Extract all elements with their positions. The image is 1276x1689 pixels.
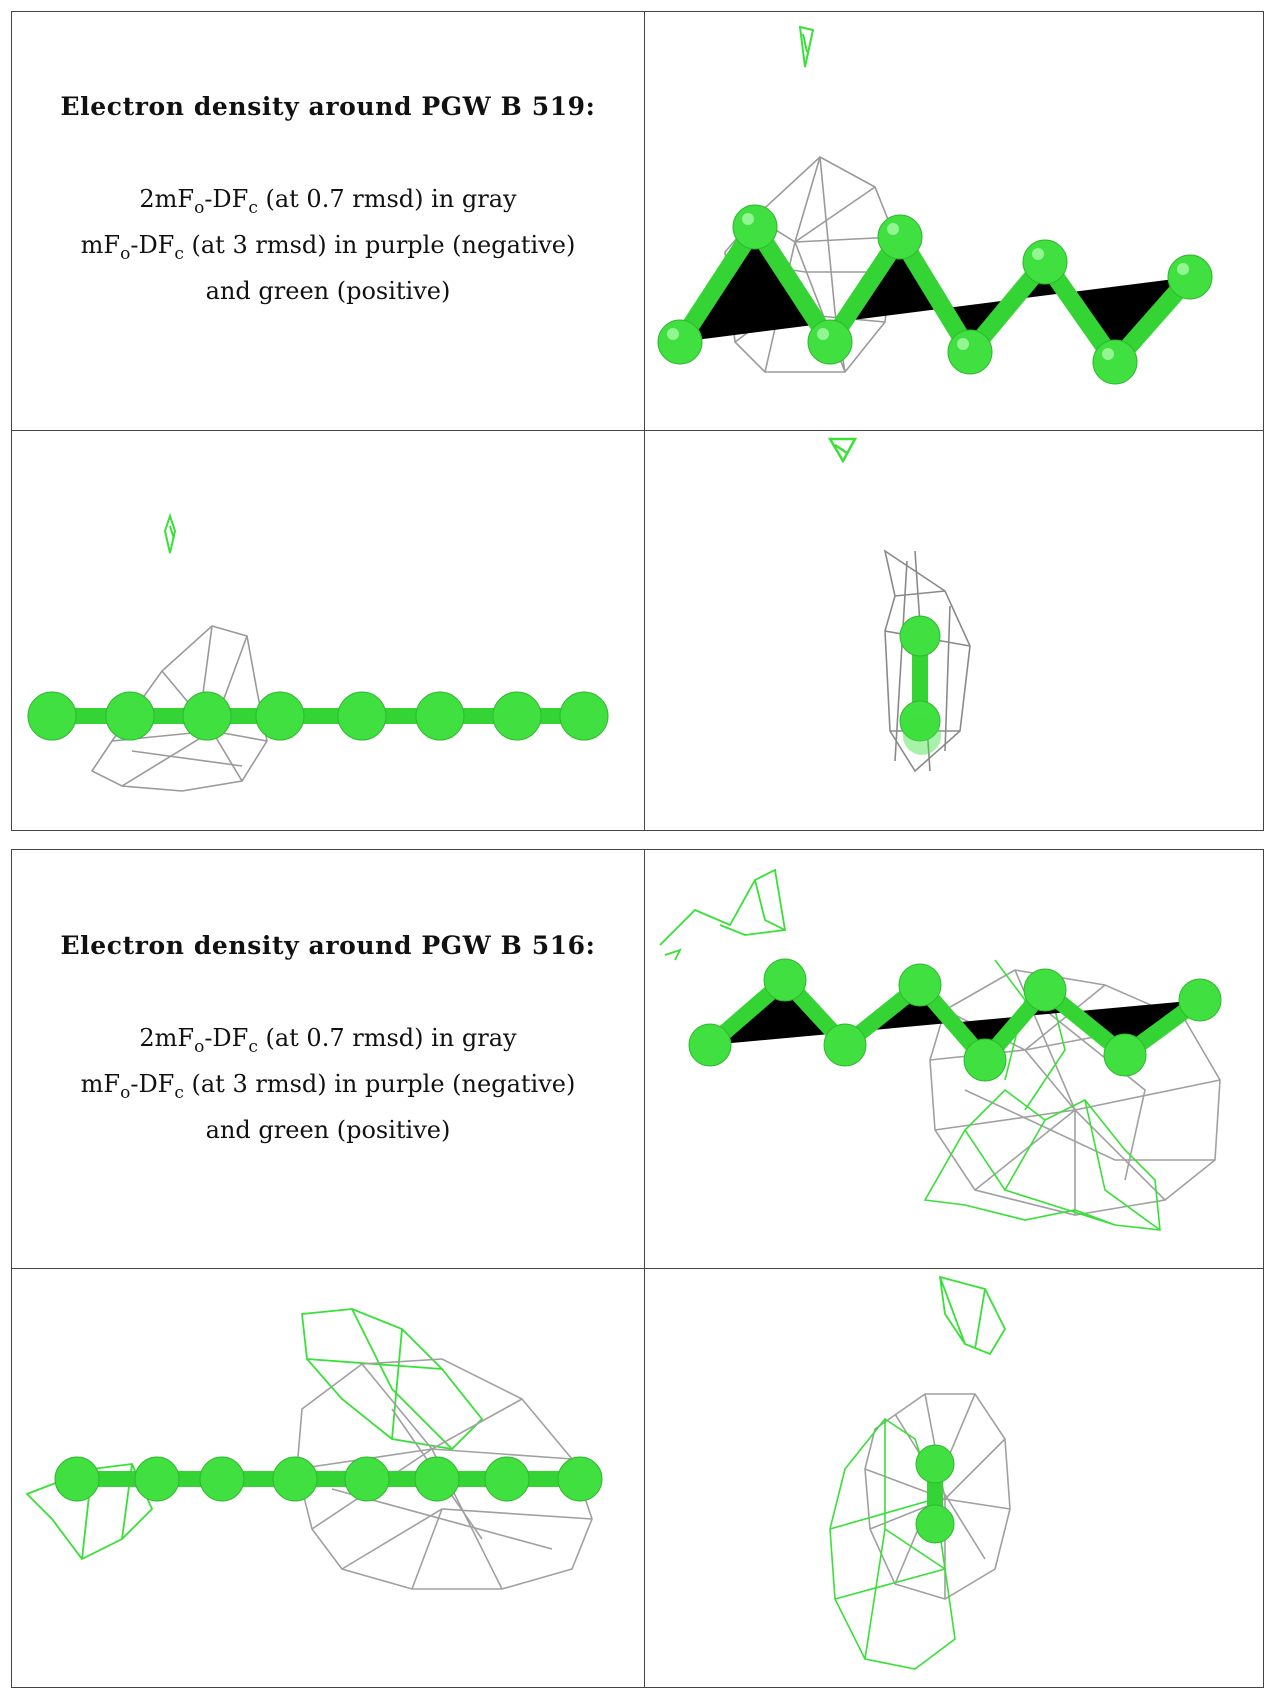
molecule-view-side [645, 12, 1265, 430]
legend-line-green: and green (positive) [205, 1115, 451, 1144]
density-block-516: Electron density around PGW B 516: 2mFo-… [11, 849, 1264, 1688]
divider-horizontal [12, 430, 1263, 431]
map-legend: 2mFo-DFc (at 0.7 rmsd) in gray mFo-DFc (… [12, 1020, 644, 1149]
legend-line-fofc: mFo-DFc (at 3 rmsd) in purple (negative) [80, 1069, 576, 1103]
legend-line-2fofc: 2mFo-DFc (at 0.7 rmsd) in gray [139, 1024, 517, 1057]
molecule-view-end [645, 431, 1265, 831]
molecule-view-front [12, 1269, 644, 1689]
legend-line-green: and green (positive) [205, 276, 451, 305]
legend-line-2fofc: 2mFo-DFc (at 0.7 rmsd) in gray [139, 185, 517, 218]
map-legend: 2mFo-DFc (at 0.7 rmsd) in gray mFo-DFc (… [12, 181, 644, 310]
block-heading: Electron density around PGW B 519: [60, 92, 596, 121]
divider-vertical [644, 12, 645, 830]
molecule-view-front [12, 431, 644, 831]
molecule-view-end [645, 1269, 1265, 1689]
divider-horizontal [12, 1268, 1263, 1269]
block-heading: Electron density around PGW B 516: [60, 931, 596, 960]
caption-cell: Electron density around PGW B 516: 2mFo-… [12, 931, 644, 1149]
density-block-519: Electron density around PGW B 519: 2mFo-… [11, 11, 1264, 831]
caption-cell: Electron density around PGW B 519: 2mFo-… [12, 92, 644, 310]
legend-line-fofc: mFo-DFc (at 3 rmsd) in purple (negative) [80, 230, 576, 264]
molecule-view-side [645, 850, 1265, 1268]
